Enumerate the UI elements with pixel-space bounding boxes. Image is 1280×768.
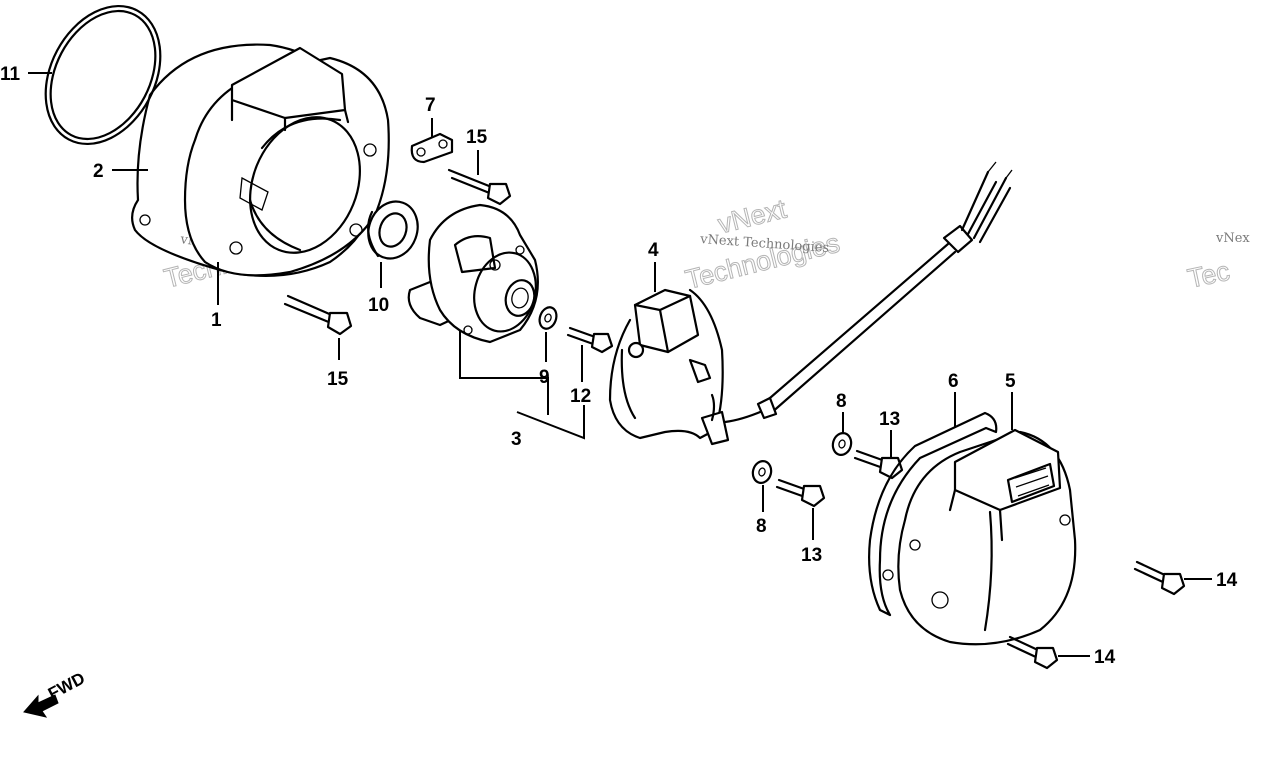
callout-12: 12 (570, 386, 591, 407)
washer-lower (751, 460, 773, 484)
leader-lines (28, 72, 1212, 657)
screw-lower (775, 478, 826, 508)
oil-seal (367, 200, 419, 260)
callout-9: 9 (539, 367, 550, 388)
screw-upper (853, 449, 904, 480)
watermark-right-edge: vNex Tec (1185, 231, 1251, 294)
bolt-12 (566, 326, 614, 354)
screw-14-upper (1133, 560, 1186, 596)
pulser-plate (608, 288, 730, 446)
gasket (131, 43, 381, 277)
callout-1: 1 (211, 310, 222, 331)
callout-15-upper: 15 (466, 127, 488, 148)
bolt-lower (283, 294, 353, 336)
bolt-upper (447, 168, 512, 206)
forward-arrow-icon (23, 694, 59, 718)
o-ring (44, 4, 162, 146)
callout-14-lower: 14 (1094, 647, 1116, 668)
callout-15-lower: 15 (327, 369, 349, 390)
callout-8-upper: 8 (836, 391, 847, 412)
callout-13-upper: 13 (879, 409, 900, 430)
screw-14-lower (1006, 635, 1059, 670)
callout-13-lower: 13 (801, 545, 822, 566)
wire-harness (723, 161, 1013, 424)
crankcase-cover (183, 46, 390, 277)
watermark-company-right: vNex (1215, 231, 1250, 246)
callout-10: 10 (368, 295, 389, 316)
washer (538, 306, 558, 330)
fwd-label: FWD (45, 669, 88, 704)
watermark-brand-right: Tec (1185, 256, 1232, 294)
washer-upper (831, 432, 853, 456)
fwd-direction-marker: FWD (23, 669, 88, 718)
callout-8-lower: 8 (756, 516, 767, 537)
watermark-brand-top: vNext (715, 193, 790, 239)
cover-gasket (868, 411, 998, 617)
pulse-generator-cover (897, 428, 1077, 646)
callout-labels: 11 2 1 10 7 15 15 9 12 3 4 6 5 8 13 8 13… (0, 64, 1238, 668)
callout-6: 6 (948, 371, 959, 392)
callout-5: 5 (1005, 371, 1016, 392)
callout-4: 4 (648, 240, 659, 261)
callout-7: 7 (425, 95, 436, 116)
callout-14-upper: 14 (1216, 570, 1238, 591)
cable-clamp (410, 132, 454, 164)
callout-11: 11 (0, 64, 21, 85)
callout-3: 3 (511, 429, 522, 450)
callout-2: 2 (93, 161, 104, 182)
stator-assembly (407, 203, 539, 344)
